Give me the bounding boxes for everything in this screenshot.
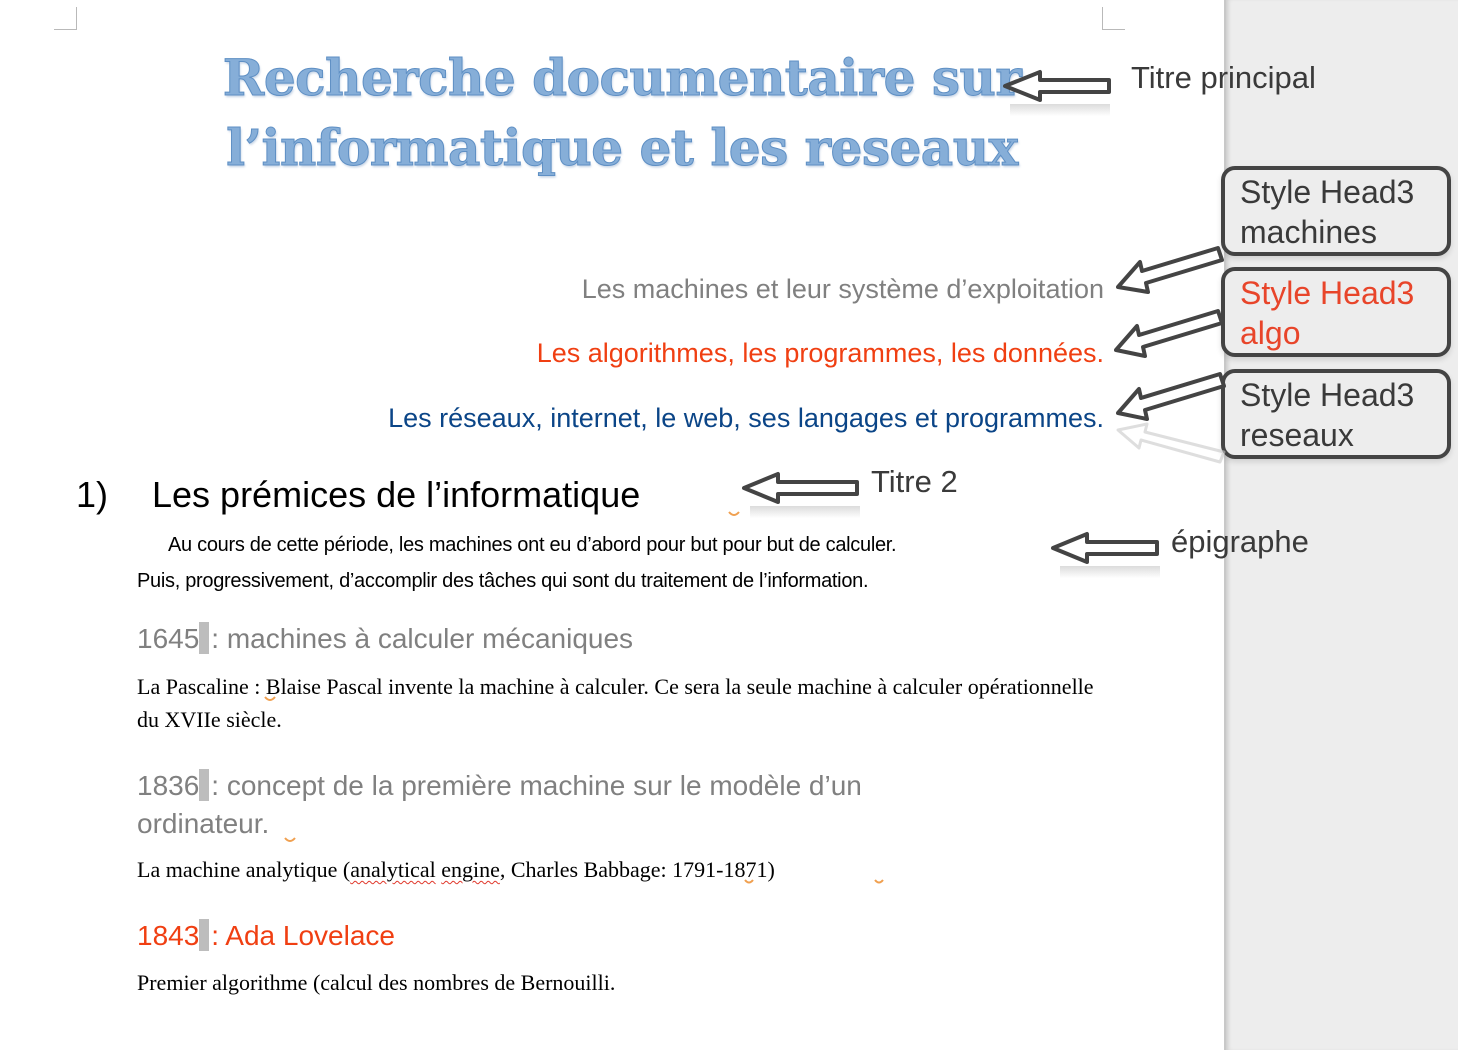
section-year: 1645	[137, 623, 200, 654]
section-year: 1836	[137, 770, 200, 801]
callout-style-head3-reseaux[interactable]: Style Head3 reseaux	[1221, 369, 1451, 459]
heading-2[interactable]: 1) Les prémices de l’informatique	[76, 474, 640, 516]
selection-mark	[199, 622, 210, 654]
callout-line-2: algo	[1240, 315, 1301, 351]
section-heading-text-line-2: ordinateur.	[137, 808, 270, 839]
section-heading-text: : machines à calculer mécaniques	[211, 623, 634, 654]
epigraph-line-1[interactable]: Au cours de cette période, les machines …	[168, 534, 897, 556]
epigraph-line-2[interactable]: Puis, progressivement, d’accomplir des t…	[137, 570, 869, 592]
callout-line-2: reseaux	[1240, 417, 1354, 453]
callout-style-head3-machines[interactable]: Style Head3 machines	[1221, 166, 1451, 256]
document-page: Recherche documentaire sur l’informatiqu…	[54, 7, 1125, 995]
head3-machines[interactable]: Les machines et leur système d’exploitat…	[581, 274, 1104, 304]
callout-line-1: Style Head3	[1240, 275, 1415, 311]
selection-mark	[199, 919, 210, 951]
main-title-line-1[interactable]: Recherche documentaire sur	[222, 48, 1022, 108]
heading-2-number: 1)	[76, 474, 109, 515]
page-corner-mark-right	[1102, 7, 1125, 30]
head3-reseaux[interactable]: Les réseaux, internet, le web, ses langa…	[388, 403, 1104, 433]
annotation-titre2: Titre 2	[871, 464, 958, 499]
section-year: 1843	[137, 920, 200, 951]
callout-line-2: machines	[1240, 214, 1377, 250]
section-heading-1843[interactable]: 1843 : Ada Lovelace	[137, 917, 395, 955]
annotation-titre-principal: Titre principal	[1131, 60, 1316, 95]
main-title-line-2[interactable]: l’informatique et les reseaux	[226, 118, 1019, 178]
body-text: , Charles Babbage: 1791-1871)	[499, 857, 775, 882]
callout-line-1: Style Head3	[1240, 377, 1415, 413]
section-heading-text: : concept de la première machine sur le …	[211, 770, 862, 801]
annotation-epigraphe: épigraphe	[1171, 524, 1309, 559]
section-body-1645[interactable]: La Pascaline : Blaise Pascal invente la …	[137, 674, 1094, 732]
callout-style-head3-algo[interactable]: Style Head3 algo	[1221, 267, 1451, 357]
spelling-error-word[interactable]: engine	[441, 857, 500, 882]
section-body-1843[interactable]: Premier algorithme (calcul des nombres d…	[137, 970, 616, 995]
section-body-1836[interactable]: La machine analytique (analytical engine…	[137, 853, 1117, 886]
section-heading-text: : Ada Lovelace	[211, 920, 395, 951]
callout-line-1: Style Head3	[1240, 174, 1415, 210]
body-text: La machine analytique (	[137, 857, 351, 882]
section-heading-1836[interactable]: 1836 : concept de la première machine sur…	[137, 767, 862, 843]
heading-2-text: Les prémices de l’informatique	[152, 474, 641, 515]
head3-algo[interactable]: Les algorithmes, les programmes, les don…	[536, 338, 1104, 368]
spelling-error-word[interactable]: analytical	[350, 857, 436, 882]
page-corner-mark-left	[54, 7, 77, 30]
selection-mark	[199, 769, 210, 801]
section-heading-1645[interactable]: 1645 : machines à calculer mécaniques	[137, 620, 633, 658]
